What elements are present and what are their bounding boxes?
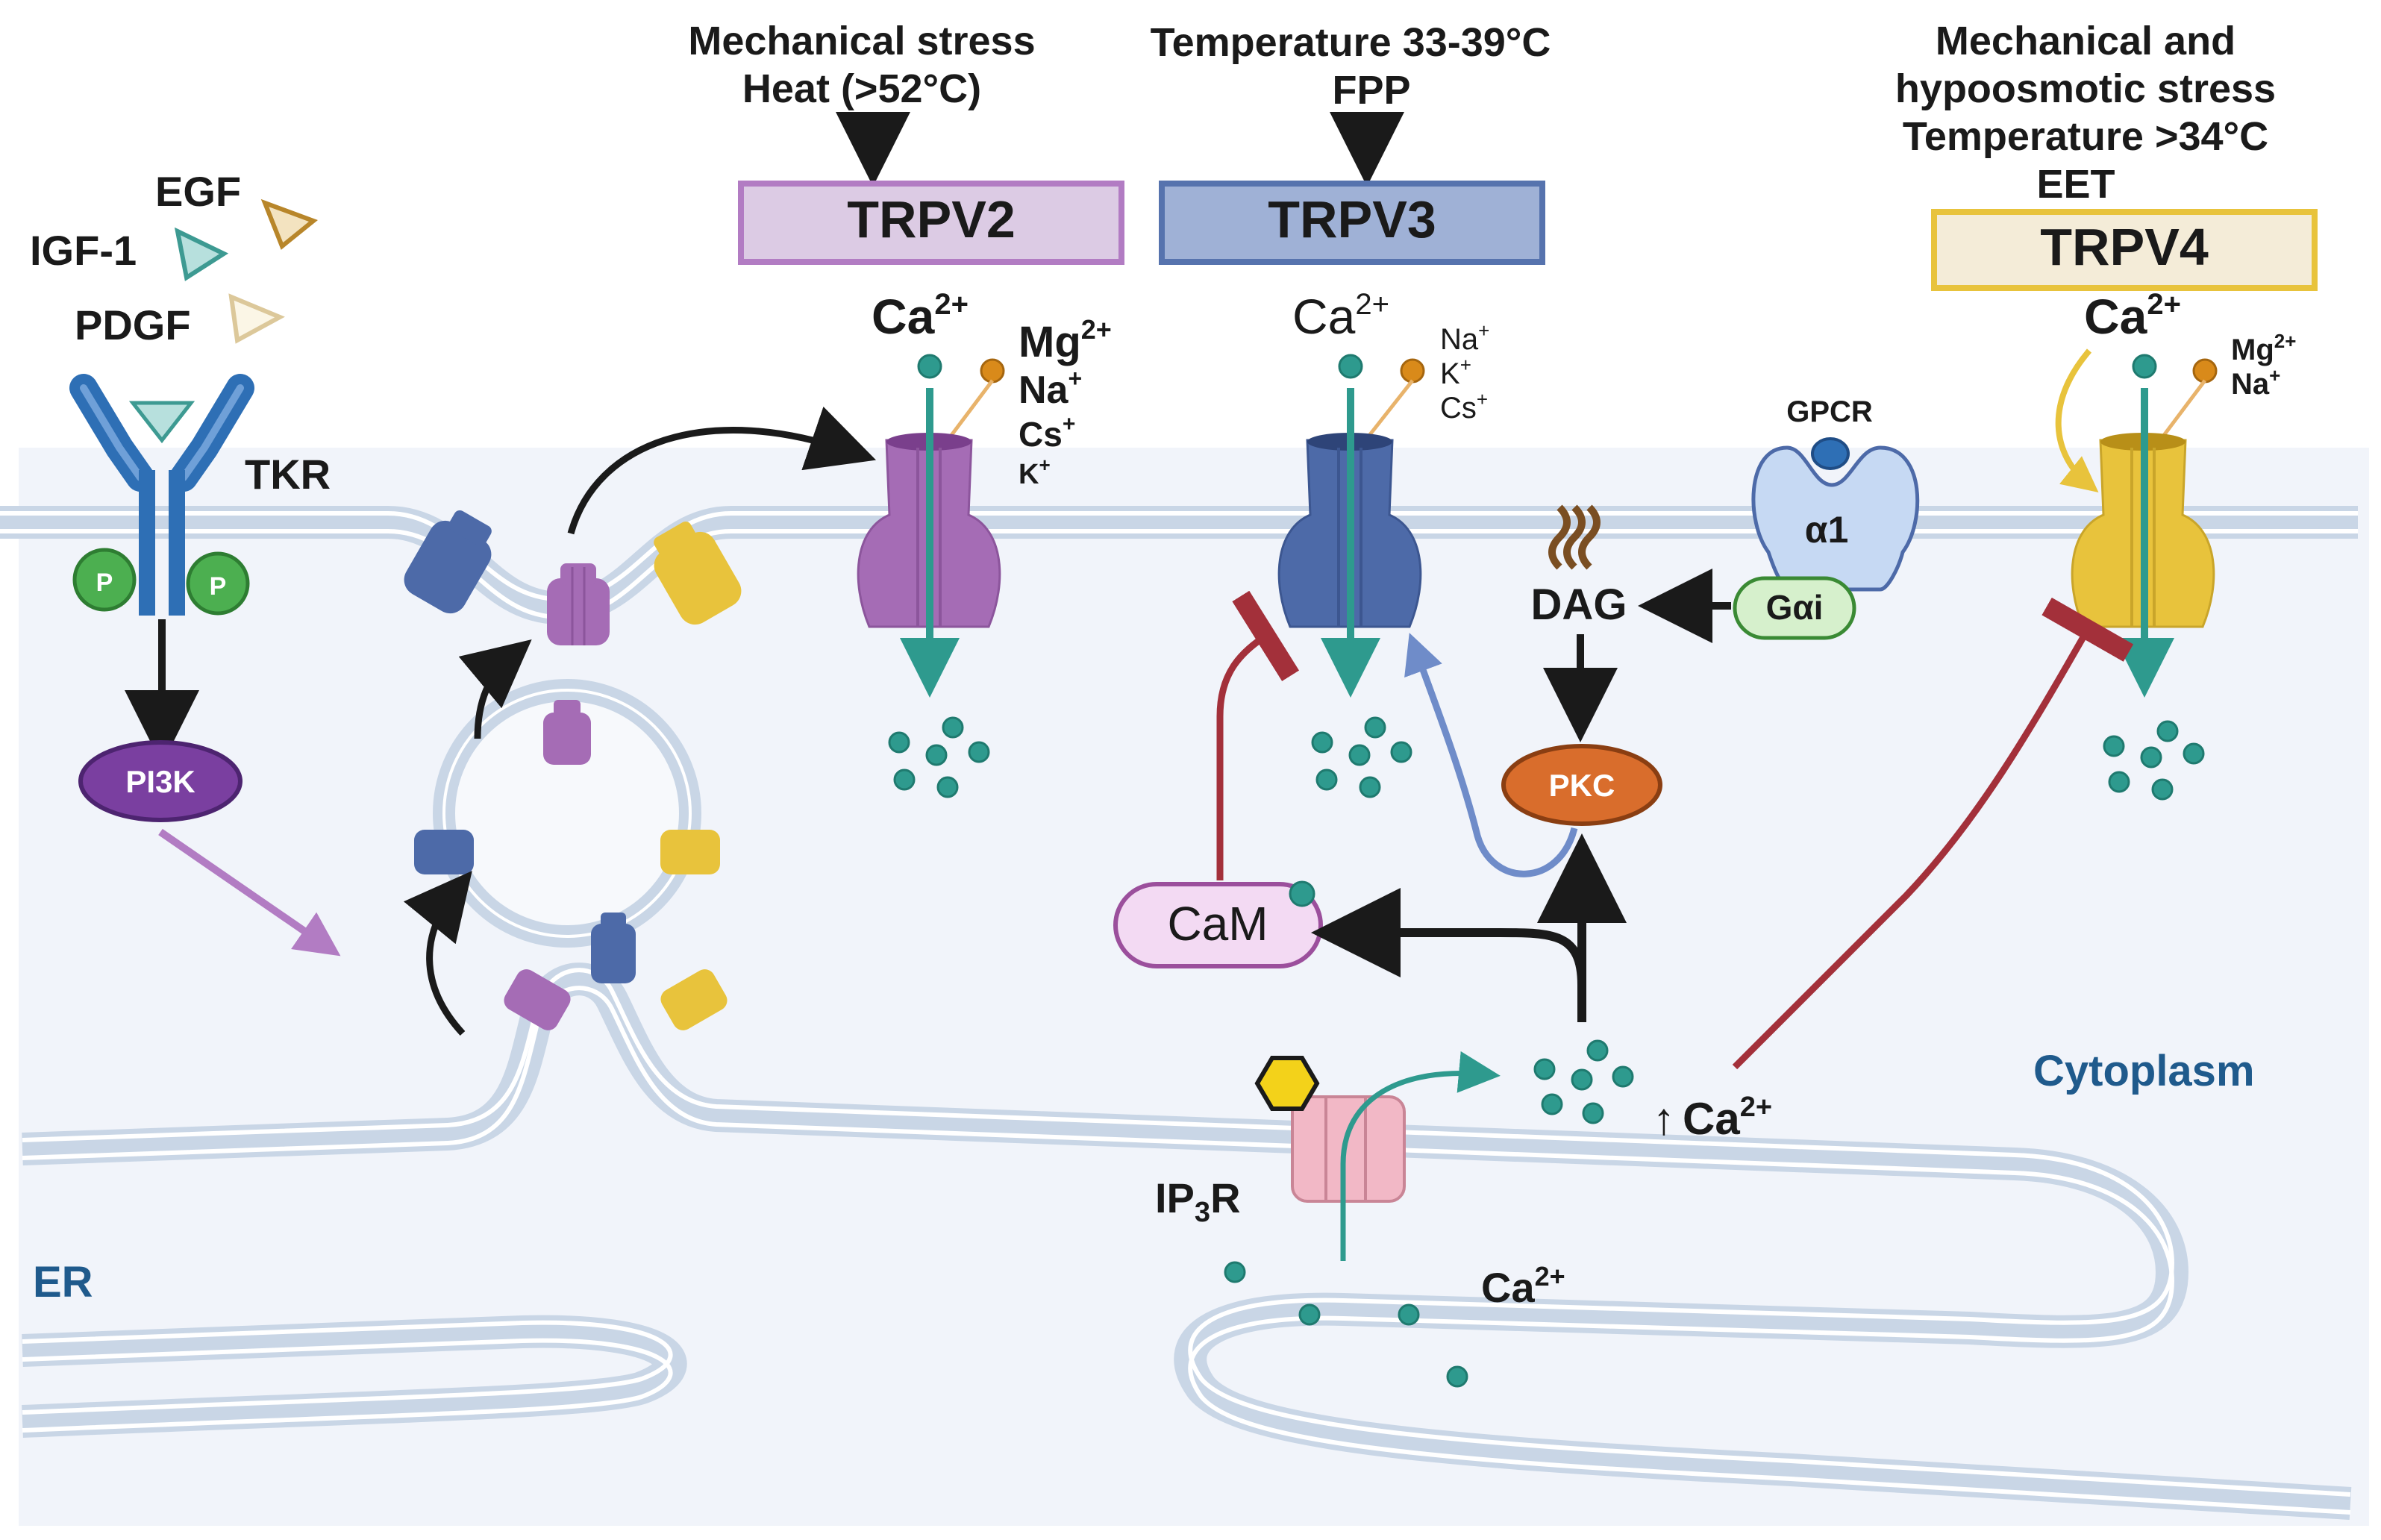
svg-text:Cs+: Cs+ <box>1440 388 1488 425</box>
svg-text:P: P <box>96 569 113 597</box>
svg-text:K+: K+ <box>1440 354 1471 390</box>
phospho-right-icon <box>186 551 250 616</box>
svg-text:Ca2+: Ca2+ <box>872 288 969 344</box>
svg-text:Na+: Na+ <box>1019 365 1082 412</box>
compartment-labels: Cytoplasm ER <box>33 1047 2255 1306</box>
svg-text:FPP: FPP <box>1332 68 1410 113</box>
svg-text:TRPV3: TRPV3 <box>1268 190 1436 248</box>
trpv2-label-box: TRPV2 <box>738 181 1124 265</box>
svg-text:TKR: TKR <box>245 451 331 498</box>
trafficking-arrows <box>403 406 877 1036</box>
pkc-node: PKC <box>1404 633 1662 877</box>
svg-text:PKC: PKC <box>1549 768 1615 803</box>
growth-factors: EGF IGF-1 PDGF <box>30 168 318 348</box>
dag-node: DAG <box>1531 504 1731 742</box>
svg-text:IP3R: IP3R <box>1155 1174 1241 1228</box>
trpv4-stimuli: Mechanical and hypoosmotic stress Temper… <box>1895 19 2276 207</box>
svg-text:Heat (>52°C): Heat (>52°C) <box>742 66 981 111</box>
svg-text:PI3K: PI3K <box>125 764 195 799</box>
svg-text:Mg2+: Mg2+ <box>1019 314 1112 366</box>
svg-text:TRPV2: TRPV2 <box>847 190 1016 248</box>
svg-text:Mechanical and: Mechanical and <box>1936 19 2235 63</box>
trpv3-calcium-cluster <box>1311 716 1412 798</box>
tkr-receptor: TKR P P <box>69 374 331 765</box>
svg-text:Na+: Na+ <box>1440 319 1489 356</box>
trpv4-ion-labels: Ca2+ Mg2+ Na+ <box>2084 288 2296 401</box>
endoplasmic-reticulum <box>22 962 2352 1520</box>
svg-text:Ca2+: Ca2+ <box>1481 1261 1565 1311</box>
trpv4-channel <box>2055 348 2215 698</box>
svg-text:Ca2+: Ca2+ <box>1292 288 1389 344</box>
trpv3-label-box: TRPV3 <box>1159 181 1545 265</box>
trpv4-label-box: TRPV4 <box>1931 209 2318 291</box>
transport-vesicle <box>433 679 701 948</box>
svg-text:PDGF: PDGF <box>75 301 191 348</box>
svg-text:↑Ca2+: ↑Ca2+ <box>1653 1092 1772 1144</box>
svg-text:α1: α1 <box>1805 509 1849 551</box>
svg-text:Cytoplasm: Cytoplasm <box>2033 1047 2255 1095</box>
svg-text:hypoosmotic stress: hypoosmotic stress <box>1895 66 2276 111</box>
pdgf-triangle-icon <box>228 293 285 344</box>
ip3r-receptor: IP3R <box>1155 1051 1501 1261</box>
gpcr-receptor: GPCR α1 Gαi <box>1733 395 1920 640</box>
extracellular-ion-dots <box>917 354 2218 442</box>
trpv3-stimuli: Temperature 33-39°C FPP <box>1151 20 1551 187</box>
svg-text:EET: EET <box>2036 162 2115 207</box>
trpv2-stimuli: Mechanical stress Heat (>52°C) <box>688 19 1036 187</box>
pi3k-node: PI3K <box>78 740 341 957</box>
svg-text:Ca2+: Ca2+ <box>2084 288 2181 344</box>
svg-text:TRPV4: TRPV4 <box>2040 218 2209 276</box>
trpv3-ion-labels: Ca2+ Na+ K+ Cs+ <box>1292 288 1489 425</box>
svg-text:IGF-1: IGF-1 <box>30 227 137 274</box>
trpv4-calcium-cluster <box>2103 720 2205 801</box>
svg-text:ER: ER <box>33 1258 93 1306</box>
phospho-left-icon <box>72 548 137 612</box>
calcium-signal-arrows <box>1311 833 1627 1022</box>
trpv2-ion-labels: Ca2+ Mg2+ Na+ Cs+ K+ <box>872 288 1112 490</box>
svg-text:Mechanical stress: Mechanical stress <box>688 19 1035 63</box>
svg-text:CaM: CaM <box>1167 897 1268 951</box>
calcium-inhibits-trpv4 <box>1732 597 2134 1070</box>
egf-triangle-icon <box>260 198 318 250</box>
svg-text:Temperature >34°C: Temperature >34°C <box>1903 114 2268 159</box>
svg-text:Na+: Na+ <box>2231 364 2280 401</box>
er-lumen-calcium: Ca2+ <box>1224 1261 1565 1388</box>
svg-text:K+: K+ <box>1019 454 1051 490</box>
svg-text:Cs+: Cs+ <box>1019 412 1075 454</box>
svg-text:Mg2+: Mg2+ <box>2231 330 2296 366</box>
svg-text:Gαi: Gαi <box>1766 588 1824 627</box>
svg-text:Temperature 33-39°C: Temperature 33-39°C <box>1151 20 1551 65</box>
trpv2-channel <box>857 388 1001 698</box>
svg-text:DAG: DAG <box>1531 580 1627 629</box>
ip3-hexagon-icon <box>1254 1056 1320 1111</box>
svg-text:EGF: EGF <box>155 168 241 215</box>
trpv3-channel <box>1277 388 1422 698</box>
trpv2-calcium-cluster <box>888 716 990 798</box>
svg-text:P: P <box>210 572 227 601</box>
igf-triangle-icon <box>174 227 229 281</box>
cytosolic-calcium-cluster: ↑Ca2+ <box>1533 1039 1772 1144</box>
trafficking-channels <box>404 510 742 1030</box>
svg-text:GPCR: GPCR <box>1786 395 1873 428</box>
